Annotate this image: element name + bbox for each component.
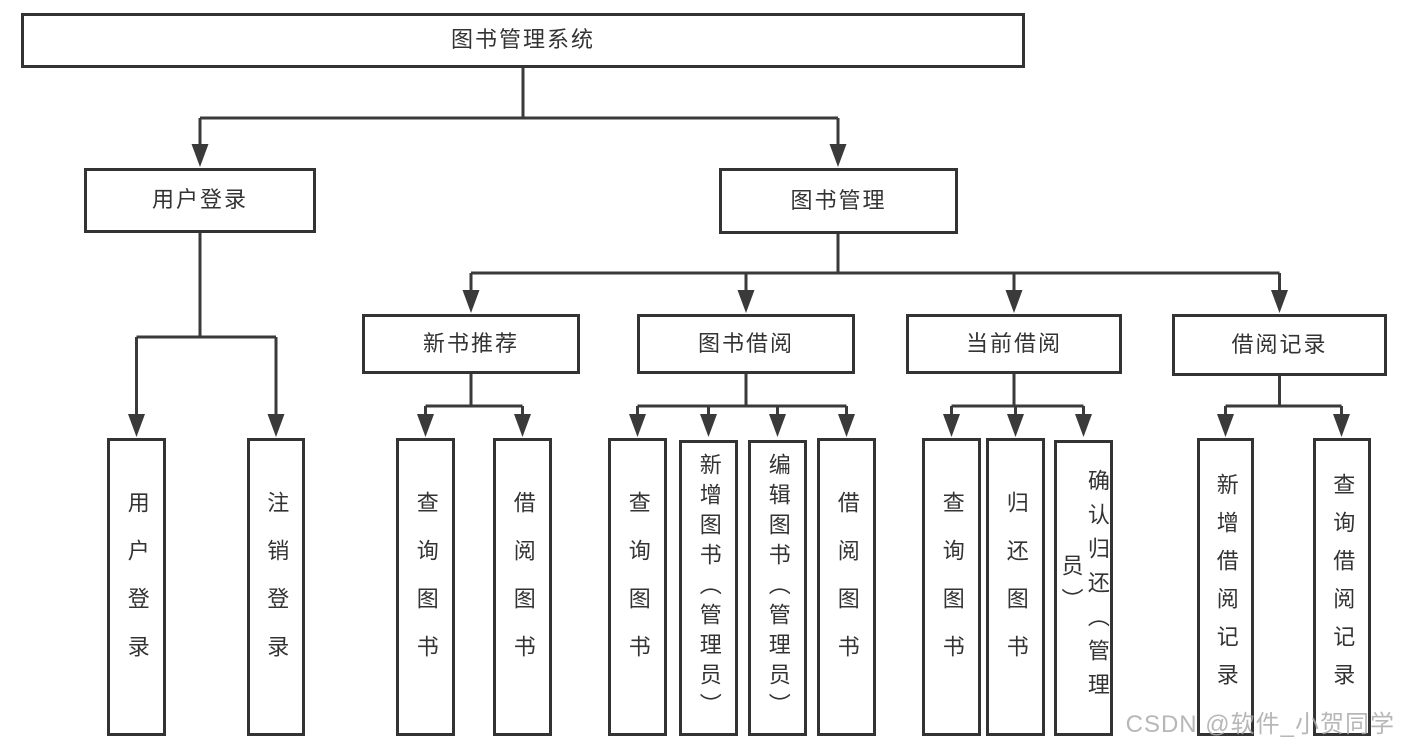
- node-current-borrow: 当前借阅: [906, 314, 1122, 374]
- leaf-logout: 注销登录: [247, 438, 305, 736]
- leaf-add-book-admin: 新增图书（管理员）: [679, 440, 738, 736]
- leaf-query-book-3: 查询图书: [922, 438, 981, 736]
- leaf-borrow-book-2: 借阅图书: [817, 438, 876, 736]
- node-new-book-recommend: 新书推荐: [362, 314, 580, 374]
- leaf-user-login: 用户登录: [107, 438, 166, 736]
- leaf-edit-book-admin: 编辑图书（管理员）: [748, 440, 807, 736]
- leaf-return-book: 归还图书: [986, 438, 1045, 736]
- node-book-borrow: 图书借阅: [637, 314, 855, 374]
- leaf-borrow-book-1: 借阅图书: [493, 438, 552, 736]
- leaf-query-book-2: 查询图书: [608, 438, 667, 736]
- leaf-query-borrow-record: 查询借阅记录: [1313, 438, 1371, 736]
- tree-edges: [135, 68, 1343, 416]
- leaf-confirm-return-admin: 确认归还（管理员）: [1054, 440, 1113, 736]
- csdn-watermark: CSDN @软件_小贺同学: [1125, 711, 1395, 738]
- node-book-management: 图书管理: [719, 168, 958, 234]
- node-root-system: 图书管理系统: [21, 13, 1025, 68]
- leaf-add-borrow-record: 新增借阅记录: [1197, 438, 1254, 736]
- node-user-login: 用户登录: [84, 168, 316, 233]
- arrowhead-icons: [128, 144, 1350, 437]
- node-borrow-records: 借阅记录: [1172, 314, 1387, 376]
- leaf-query-book-1: 查询图书: [396, 438, 455, 736]
